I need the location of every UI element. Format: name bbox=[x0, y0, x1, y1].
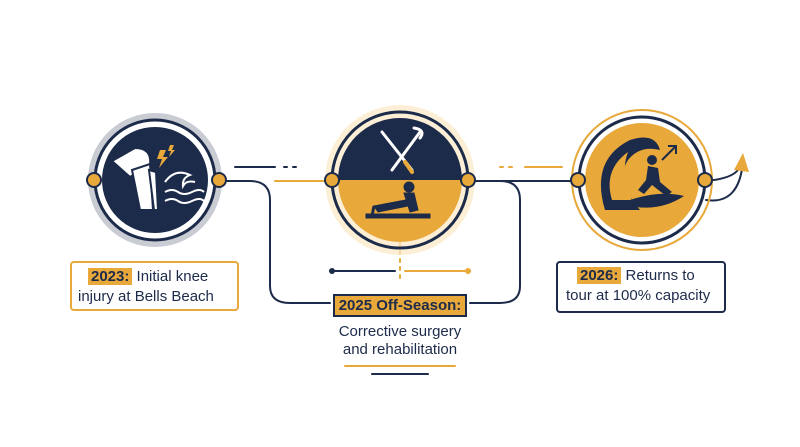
knee-joint-icon bbox=[110, 146, 160, 211]
milestone-node-2025 bbox=[324, 105, 476, 255]
milestone-2023-text1: Initial knee bbox=[136, 268, 209, 285]
milestone-node-2026 bbox=[570, 109, 713, 251]
rehab-exercise-icon bbox=[365, 181, 431, 219]
milestone-2025-year: 2025 Off-Season: bbox=[332, 294, 468, 317]
milestone-2026-text2: tour at 100% capacity bbox=[566, 287, 711, 304]
arrow-up-right-icon bbox=[661, 145, 677, 161]
lightning-pain-icon bbox=[157, 145, 175, 168]
milestone-2023-line1: 2023: Initial knee bbox=[88, 267, 208, 287]
milestone-2026-box bbox=[556, 261, 726, 313]
milestone-2025-line1: 2025 Off-Season: bbox=[310, 294, 490, 317]
milestone-node-2023 bbox=[86, 113, 227, 247]
milestone-2026-text1: Returns to bbox=[625, 267, 695, 284]
surgical-tools-icon bbox=[380, 126, 424, 174]
ocean-wave-icon bbox=[164, 171, 205, 204]
milestone-2023-text2: injury at Bells Beach bbox=[78, 288, 214, 305]
milestone-2023-year: 2023: bbox=[88, 268, 133, 285]
milestone-2025-text1: Corrective surgery bbox=[338, 323, 462, 340]
milestone-2023-box bbox=[70, 261, 239, 311]
surfer-on-wave-icon bbox=[600, 137, 684, 210]
milestone-2025-text2: and rehabilitation bbox=[342, 341, 458, 358]
milestone-2026-year: 2026: bbox=[577, 267, 622, 284]
milestone-2026-line1: 2026: Returns to bbox=[577, 266, 695, 286]
connector-lines bbox=[219, 153, 749, 375]
